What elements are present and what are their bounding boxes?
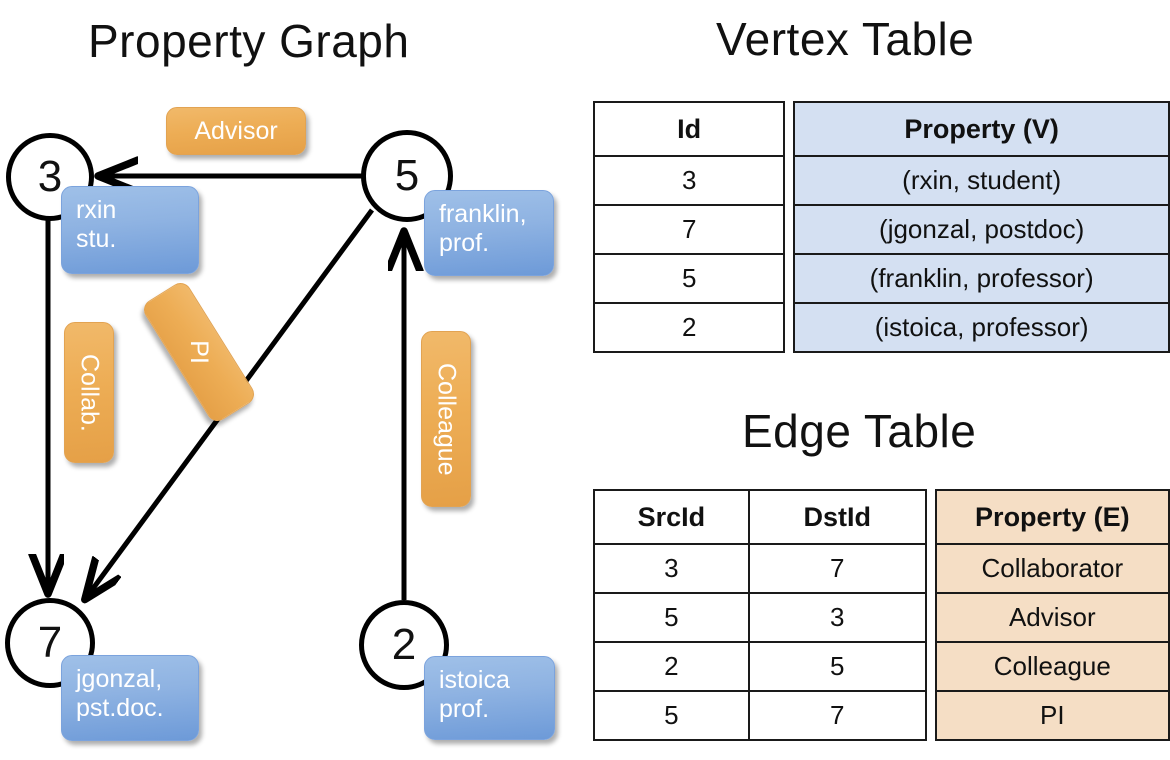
- vertex-property-box-5-line1: franklin,: [439, 200, 527, 228]
- edge-label-advisor[interactable]: Advisor: [166, 107, 306, 155]
- table-row[interactable]: Colleague: [934, 641, 1170, 692]
- vertex-property-box-7-line2: pst.doc.: [76, 694, 164, 722]
- table-row[interactable]: (franklin, professor): [793, 253, 1170, 304]
- vertex-table: Id 3 7 5 2 Prop: [592, 101, 1170, 353]
- vertex-node-5-label: 5: [394, 151, 420, 200]
- vertex-table-cell-id: 7: [592, 204, 786, 255]
- table-row[interactable]: PI: [934, 690, 1170, 741]
- edge-table-cell-srcid: 2: [593, 641, 750, 692]
- vertex-table-cell-property: (rxin, student): [793, 155, 1170, 206]
- vertex-table-cell-id: 2: [592, 302, 786, 353]
- edge-label-collab-text: Collab.: [75, 353, 104, 432]
- edge-table-cell-property: PI: [934, 690, 1170, 741]
- vertex-property-box-7[interactable]: jgonzal, pst.doc.: [61, 655, 199, 741]
- vertex-property-box-3-line1: rxin: [76, 196, 117, 224]
- edge-label-colleague[interactable]: Colleague: [421, 331, 471, 507]
- vertex-table-header-property: Property (V): [793, 101, 1170, 157]
- vertex-node-2[interactable]: 2: [359, 600, 449, 690]
- table-row[interactable]: Collaborator: [934, 543, 1170, 594]
- page-title-edge-table: Edge Table: [742, 405, 977, 457]
- edge-label-collab[interactable]: Collab.: [64, 322, 114, 463]
- table-row[interactable]: 2 5: [593, 641, 927, 692]
- vertex-property-box-2-line2: prof.: [439, 695, 490, 723]
- vertex-table-header-row: Property (V): [793, 101, 1170, 157]
- edge-table-cell-property: Colleague: [934, 641, 1170, 692]
- vertex-property-box-5-line2: prof.: [439, 229, 490, 257]
- vertex-table-column-gap: [785, 101, 793, 353]
- vertex-table-cell-property: (istoica, professor): [793, 302, 1170, 353]
- vertex-table-cell-property: (jgonzal, postdoc): [793, 204, 1170, 255]
- vertex-table-cell-property: (franklin, professor): [793, 253, 1170, 304]
- vertex-node-7-label: 7: [37, 618, 63, 667]
- vertex-table-id-column: Id 3 7 5 2: [592, 101, 786, 353]
- edge-table-cell-srcid: 5: [593, 592, 750, 643]
- table-row[interactable]: Advisor: [934, 592, 1170, 643]
- edge-table-cell-dstid: 7: [747, 543, 927, 594]
- table-row[interactable]: 5 7: [593, 690, 927, 741]
- table-row[interactable]: (rxin, student): [793, 155, 1170, 206]
- edge-table-column-gap: [927, 489, 935, 741]
- edge-table-cell-property: Collaborator: [934, 543, 1170, 594]
- vertex-property-box-7-line1: jgonzal,: [76, 665, 163, 693]
- edge-label-pi-text: PI: [185, 340, 214, 364]
- page-title-property-graph: Property Graph: [88, 15, 410, 67]
- edge-table-src-dst-columns: SrcId DstId 3 7 5 3 2 5 5: [593, 489, 927, 741]
- vertex-property-box-2[interactable]: istoica prof.: [424, 656, 555, 740]
- table-row[interactable]: 5 3: [593, 592, 927, 643]
- vertex-table-header-id: Id: [592, 101, 786, 157]
- edge-table-cell-property: Advisor: [934, 592, 1170, 643]
- vertex-node-3-label: 3: [37, 152, 63, 201]
- vertex-table-cell-id: 5: [592, 253, 786, 304]
- edge-table-property-column: Property (E) Collaborator Advisor Collea…: [934, 489, 1170, 741]
- vertex-property-box-5[interactable]: franklin, prof.: [424, 190, 554, 276]
- edge-table-header-row: Property (E): [934, 489, 1170, 545]
- edge-table-cell-dstid: 3: [747, 592, 927, 643]
- vertex-property-box-3-line2: stu.: [76, 225, 117, 253]
- page-title-vertex-table: Vertex Table: [716, 13, 975, 65]
- vertex-node-2-label: 2: [391, 620, 417, 669]
- edge-table-cell-srcid: 5: [593, 690, 750, 741]
- table-row[interactable]: 3 7: [593, 543, 927, 594]
- table-row[interactable]: (istoica, professor): [793, 302, 1170, 353]
- edge-table-header-property: Property (E): [934, 489, 1170, 545]
- edge-table-header-row: SrcId DstId: [593, 489, 927, 545]
- edge-table-header-dstid: DstId: [747, 489, 927, 545]
- table-row[interactable]: (jgonzal, postdoc): [793, 204, 1170, 255]
- edge-table-cell-dstid: 5: [747, 641, 927, 692]
- vertex-table-property-column: Property (V) (rxin, student) (jgonzal, p…: [793, 101, 1170, 353]
- table-row[interactable]: 7: [592, 204, 786, 255]
- edge-label-colleague-text: Colleague: [432, 362, 461, 476]
- edge-table-header-srcid: SrcId: [593, 489, 750, 545]
- vertex-property-box-2-line1: istoica: [439, 666, 510, 694]
- edge-table: SrcId DstId 3 7 5 3 2 5 5: [593, 489, 1170, 741]
- table-row[interactable]: 3: [592, 155, 786, 206]
- table-row[interactable]: 2: [592, 302, 786, 353]
- vertex-node-5[interactable]: 5: [361, 130, 453, 222]
- vertex-property-box-3[interactable]: rxin stu.: [61, 186, 199, 274]
- table-row[interactable]: 5: [592, 253, 786, 304]
- vertex-table-cell-id: 3: [592, 155, 786, 206]
- edge-table-cell-srcid: 3: [593, 543, 750, 594]
- vertex-table-header-row: Id: [592, 101, 786, 157]
- edge-label-advisor-text: Advisor: [194, 116, 278, 145]
- property-graph-diagram: 3 5 7 2 rxin stu. franklin, prof. jgonza…: [5, 107, 555, 741]
- edge-table-cell-dstid: 7: [747, 690, 927, 741]
